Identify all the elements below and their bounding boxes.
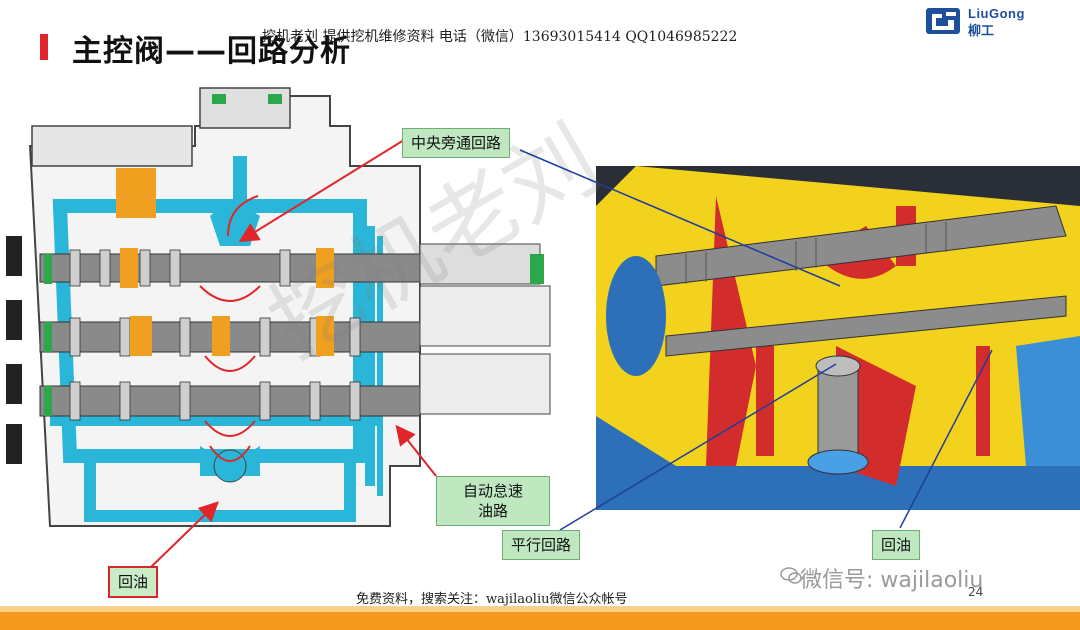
logo-text-en: LiuGong: [968, 6, 1025, 21]
slide-title: 主控阀——回路分析: [72, 34, 351, 69]
valve-cutaway-photo: [596, 166, 1080, 510]
valve-cross-section-diagram: [6, 87, 551, 527]
wechat-id-watermark: 微信号: wajilaoliu: [800, 568, 984, 593]
liugong-logo: [926, 8, 960, 34]
label-parallel: 平行回路: [502, 530, 581, 560]
footer-bar-light: [0, 606, 1080, 612]
label-return-left: 回油: [108, 566, 159, 598]
footer-bar: [0, 612, 1080, 630]
page-number: 24: [968, 585, 984, 599]
label-return-right: 回油: [872, 530, 921, 560]
label-central-bypass: 中央旁通回路: [402, 128, 511, 158]
wechat-icon: [780, 567, 802, 584]
label-auto-idle: 自动怠速 油路: [436, 476, 550, 526]
logo-text-cn: 柳工: [968, 24, 995, 39]
header-contact-text: 挖机老刘 提供挖机维修资料 电话（微信）13693015414 QQ104698…: [262, 29, 738, 45]
footer-text: 免费资料，搜索关注：wajilaoliu微信公众帐号: [356, 592, 628, 607]
title-accent-bar: [40, 34, 48, 60]
